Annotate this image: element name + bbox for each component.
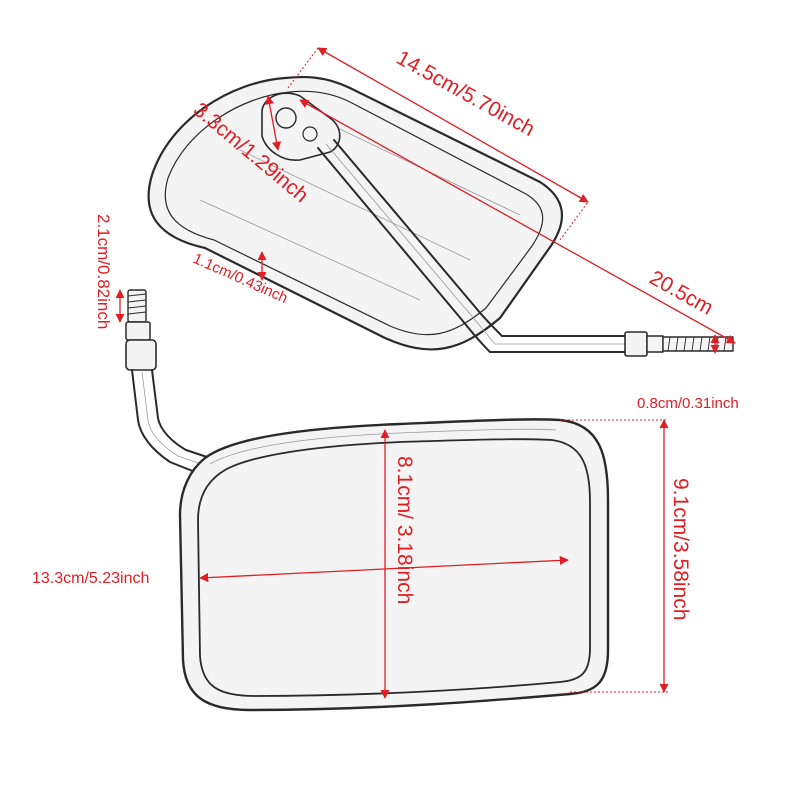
frame-height-label: 9.1cm/3.58inch (669, 478, 692, 620)
glass-width-label: 13.3cm/5.23inch (32, 570, 149, 587)
glass-height-label: 8.1cm/ 3.18inch (393, 456, 416, 604)
dimension-lines (115, 47, 736, 699)
rear-mirror-bolt (624, 331, 734, 357)
front-mirror-stem (131, 369, 216, 481)
bolt-length-label: 2.1cm/0.82inch (94, 214, 113, 329)
total-length-label: 20.5cm (646, 266, 717, 320)
front-mirror-frame-inner (197, 438, 591, 697)
front-mirror-bolt (125, 289, 157, 371)
rear-mirror-illustration (147, 75, 734, 357)
bolt-diameter-label: 0.8cm/0.31inch (637, 395, 739, 412)
